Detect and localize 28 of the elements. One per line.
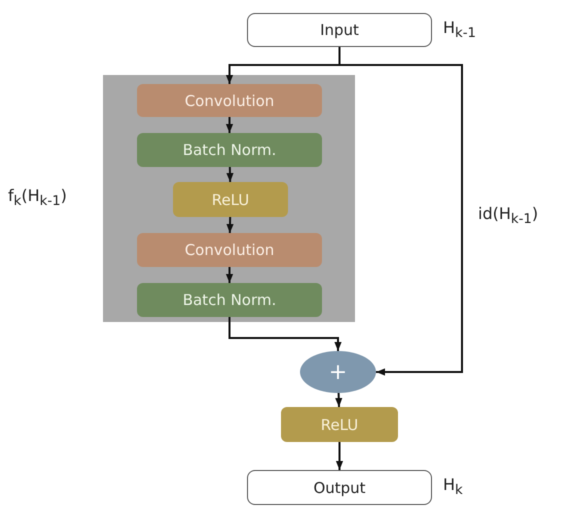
arrow bbox=[336, 442, 344, 470]
arrow bbox=[226, 267, 234, 283]
arrow bbox=[226, 117, 234, 133]
relu-box bbox=[281, 407, 398, 442]
convolution-box bbox=[137, 233, 322, 267]
tensor-label: H$_{k}$ bbox=[443, 475, 463, 498]
arrow bbox=[226, 166, 234, 182]
node-label: ReLU bbox=[320, 416, 358, 434]
node-label: Output bbox=[313, 478, 366, 496]
plus-sign: + bbox=[328, 360, 348, 384]
node-label: Input bbox=[320, 21, 359, 39]
arrow bbox=[228, 317, 342, 351]
node-label: ReLU bbox=[212, 190, 250, 208]
residual-block-panel bbox=[103, 75, 355, 322]
tensor-label: f$_{k}$(H$_{k-1}$) bbox=[8, 186, 67, 210]
arrow bbox=[226, 216, 234, 234]
convolution-box bbox=[137, 84, 322, 117]
node-label: Convolution bbox=[184, 241, 274, 259]
arrow bbox=[335, 392, 342, 408]
node-label: Batch Norm. bbox=[182, 291, 276, 309]
batch-norm-box bbox=[137, 283, 322, 317]
io-box bbox=[247, 470, 432, 505]
relu-box bbox=[173, 182, 288, 217]
tensor-label: H$_{k-1}$ bbox=[443, 18, 476, 42]
node-label: Convolution bbox=[184, 92, 274, 110]
batch-norm-box bbox=[137, 133, 322, 167]
node-label: Batch Norm. bbox=[182, 141, 276, 159]
io-box bbox=[247, 13, 432, 47]
